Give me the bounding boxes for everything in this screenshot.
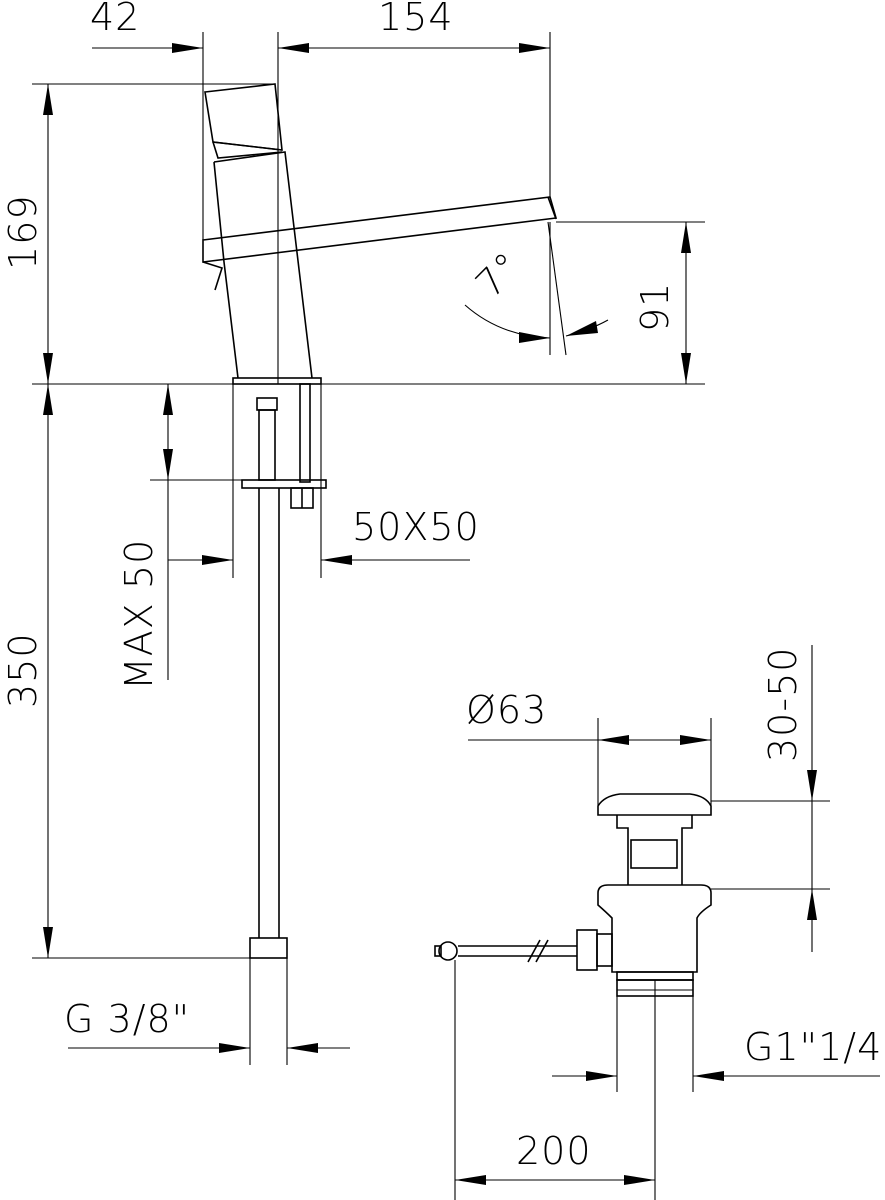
dim-max50-label: MAX 50 — [117, 539, 161, 690]
drain-assembly — [434, 793, 712, 997]
dim-drain-range — [711, 645, 830, 952]
dim-7deg-label: 7° — [467, 243, 530, 306]
dim-spout-angle — [464, 221, 609, 356]
dim-42-label: 42 — [90, 0, 140, 39]
dim-154-label: 154 — [378, 0, 454, 39]
dim-rod-length — [454, 960, 656, 1200]
dim-50x50 — [168, 384, 470, 578]
dim-d63-label: Ø63 — [466, 688, 547, 732]
dim-left — [32, 83, 275, 959]
dim-max50 — [150, 384, 242, 680]
dim-g114-label: G1"1/4 — [744, 1025, 882, 1069]
dim-hose-thread — [68, 958, 350, 1065]
dim-g38-label: G 3/8" — [64, 997, 190, 1041]
dim-3050-label: 30-50 — [761, 647, 805, 762]
dim-drain-diameter — [468, 718, 712, 806]
dim-drain-thread — [552, 996, 880, 1092]
flex-hose — [249, 488, 288, 959]
dim-350-label: 350 — [1, 632, 45, 708]
faucet-outline — [202, 83, 558, 385]
dim-top — [92, 32, 551, 240]
dim-spout-height — [321, 221, 705, 385]
dim-91-label: 91 — [633, 282, 677, 332]
dim-200-label: 200 — [516, 1129, 592, 1173]
mounting-assembly — [241, 383, 327, 509]
dim-50x50-label: 50X50 — [352, 505, 480, 549]
dim-169-label: 169 — [1, 194, 45, 270]
